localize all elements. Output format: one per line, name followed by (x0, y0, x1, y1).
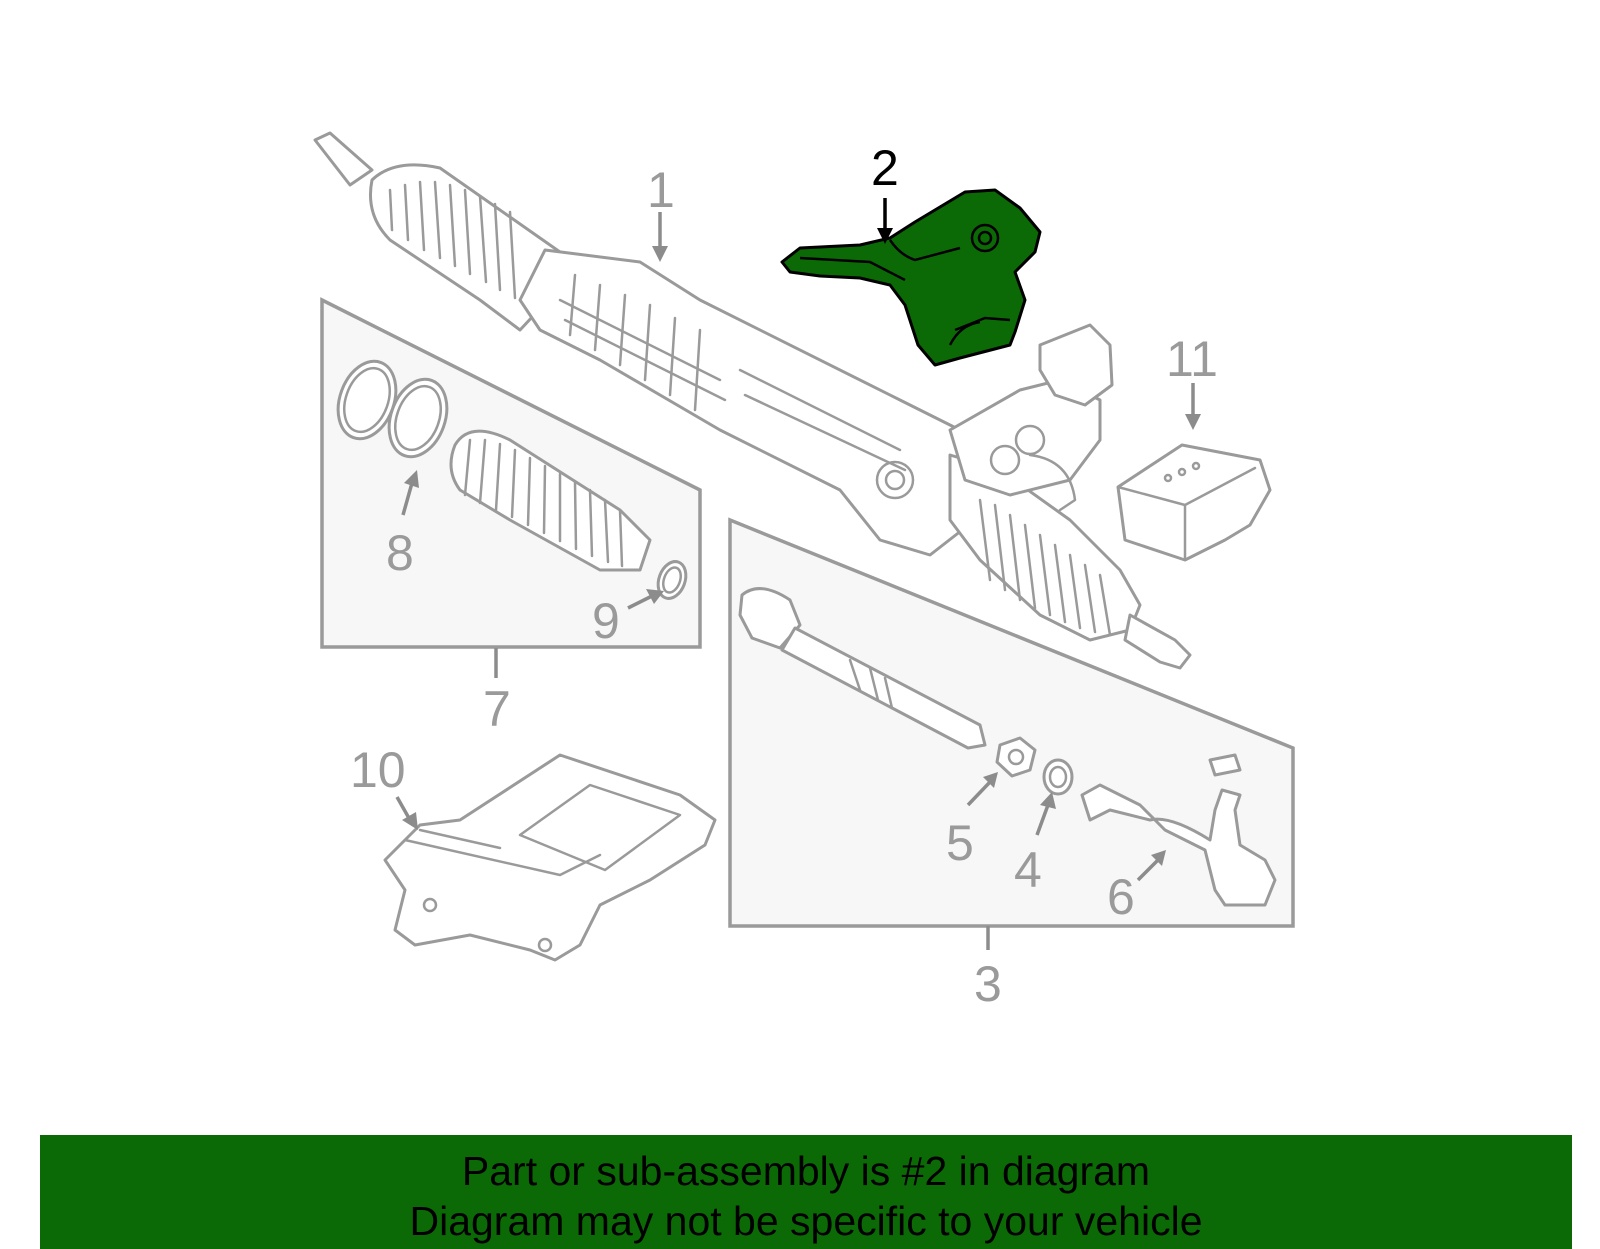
box-3-kit (728, 517, 1295, 928)
callout-4: 4 (1014, 842, 1042, 898)
banner-line-2: Diagram may not be specific to your vehi… (409, 1198, 1203, 1244)
tie-rod-end-part-6[interactable] (1080, 753, 1277, 907)
steering-rack-part-1[interactable] (313, 131, 1192, 670)
callout-8: 8 (386, 525, 414, 581)
banner-line-1: Part or sub-assembly is #2 in diagram (461, 1148, 1151, 1194)
callout-11: 11 (1166, 331, 1218, 387)
clamp-ring-part-9[interactable] (653, 558, 690, 603)
jam-nut-part-5[interactable] (995, 736, 1037, 778)
bellows-boot[interactable] (449, 429, 652, 572)
callout-9: 9 (592, 593, 620, 649)
washer-part-4[interactable] (1042, 758, 1074, 796)
sensor-part-11[interactable] (1116, 443, 1272, 562)
heat-shield-part-2[interactable] (780, 188, 1042, 367)
callout-10: 10 (350, 742, 406, 798)
inner-tie-rod[interactable] (738, 587, 987, 750)
callout-6: 6 (1107, 869, 1135, 925)
control-module-part-10[interactable] (383, 753, 717, 962)
callout-5: 5 (946, 815, 974, 871)
callout-7: 7 (483, 681, 511, 737)
callout-2: 2 (871, 140, 899, 196)
callout-leaders (395, 198, 1201, 950)
callout-3: 3 (974, 956, 1002, 1012)
callout-1: 1 (647, 162, 675, 218)
seal-rings-part-8[interactable] (328, 353, 457, 465)
info-banner: Part or sub-assembly is #2 in diagram Di… (40, 1135, 1572, 1249)
